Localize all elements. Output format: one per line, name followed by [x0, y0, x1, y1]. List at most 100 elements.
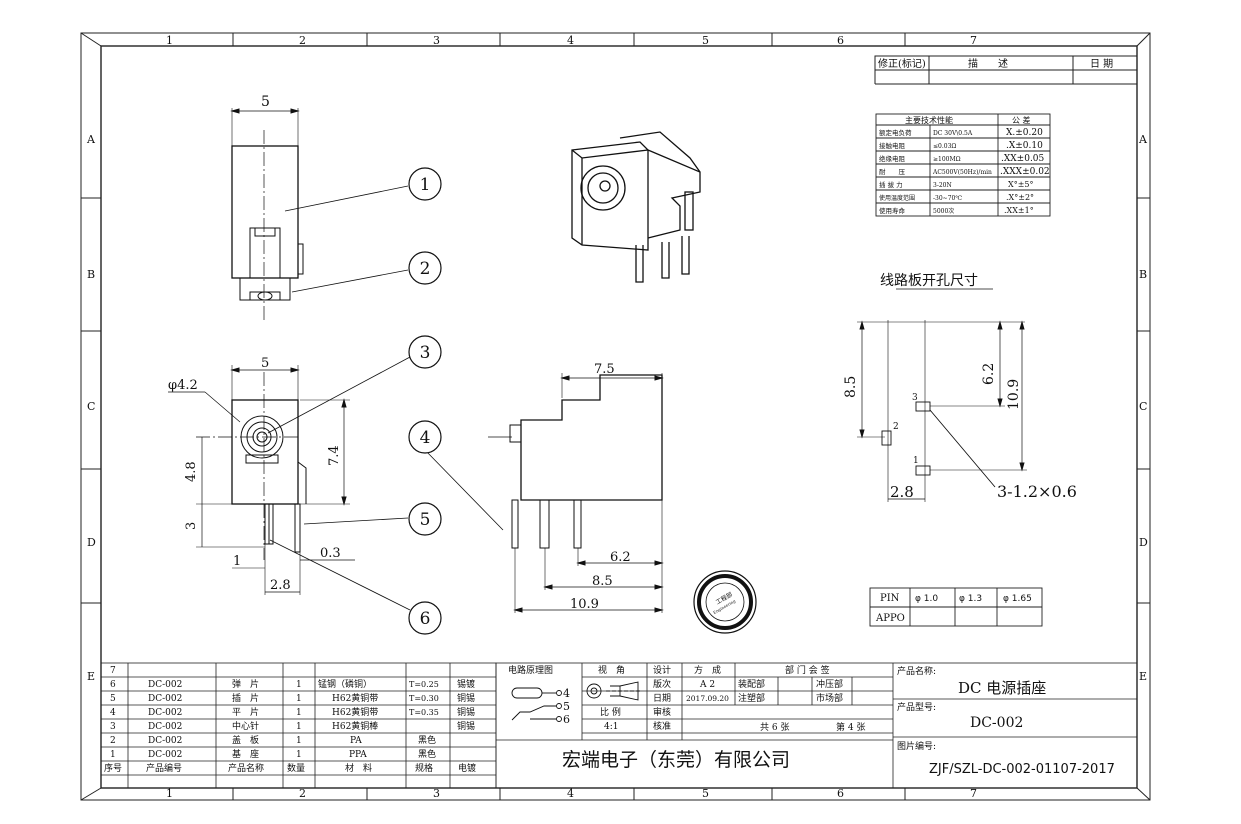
circuit-pin: 6	[563, 713, 570, 726]
revision-desc-header: 描 述	[968, 57, 1008, 70]
front-w1-dim: 1	[233, 554, 241, 569]
side-109-dim: 10.9	[570, 597, 599, 612]
bom-header: 材 料	[345, 762, 372, 774]
spec-header: 主要技术性能	[905, 115, 953, 125]
dept-stamping: 冲压部	[816, 678, 843, 690]
front-w28-dim: 2.8	[270, 578, 291, 593]
pcb-title: 线路板开孔尺寸	[880, 273, 978, 289]
bom-header: 规格	[415, 762, 433, 774]
balloon-label: 4	[420, 428, 431, 448]
pcb-109-dim: 10.9	[1006, 379, 1022, 410]
bom-name: 基 座	[232, 748, 259, 760]
revision-date-header: 日 期	[1090, 58, 1113, 70]
front-dia-dim: φ4.2	[168, 378, 198, 393]
isometric-view	[571, 131, 701, 283]
bom-mat: PA	[350, 736, 362, 746]
bom-spec: 黑色	[418, 734, 436, 746]
appo-header: APPO	[875, 613, 905, 624]
col-label: 1	[166, 34, 173, 47]
engineering-stamp: 工程部 Engineering	[693, 570, 757, 634]
col-label: 5	[702, 787, 709, 800]
bom-code: DC-002	[148, 722, 182, 732]
top-view	[230, 108, 304, 322]
bom-header: 产品编号	[146, 762, 182, 774]
spec-name: 额定电负荷	[879, 128, 912, 137]
top-width-dim: 5	[261, 94, 270, 110]
tol-header: 公 差	[1012, 115, 1031, 125]
balloon-6	[408, 601, 442, 635]
spec-name: 使用寿命	[879, 206, 906, 215]
pcb-28-dim: 2.8	[890, 483, 914, 501]
bom-no: 4	[110, 708, 116, 718]
col-label: 2	[299, 34, 306, 47]
dept-header: 部 门 会 签	[785, 664, 830, 676]
drawing-no-label: 图片编号:	[897, 740, 936, 752]
spec-tol: X°±5°	[1008, 180, 1034, 189]
bom-no: 1	[110, 750, 116, 760]
pcb-85-dim: 8.5	[843, 376, 859, 398]
dept-assembly: 装配部	[738, 678, 765, 690]
bom-qty: 1	[296, 750, 302, 760]
spec-value: 3-20N	[933, 182, 952, 189]
dept-molding: 注塑部	[738, 692, 765, 704]
bom-mat: H62黄铜棒	[332, 720, 378, 732]
bom-mat: 锰钢（磷铜）	[318, 678, 372, 690]
row-label: B	[1139, 268, 1147, 281]
col-label: 6	[837, 787, 844, 800]
balloon-label: 2	[420, 259, 431, 279]
product-name: DC 电源插座	[958, 679, 1046, 697]
balloon-4	[408, 420, 442, 454]
front-h3-dim: 3	[184, 522, 199, 530]
bom-name: 平 片	[232, 706, 259, 718]
total-sheets: 共 6 张	[760, 722, 789, 733]
pin-dia: φ 1.0	[915, 594, 938, 604]
spec-table: 主要技术性能 公 差 额定电负荷 DC 30V\0.5A X.±0.20 接触电…	[875, 113, 1051, 217]
circuit-pin: 4	[563, 687, 570, 700]
spec-value: ≥100MΩ	[933, 156, 961, 163]
col-label: 7	[970, 787, 977, 800]
date-value: 2017.09.20	[686, 694, 729, 703]
bom-qty: 1	[296, 736, 302, 746]
side-62-dim: 6.2	[610, 550, 631, 565]
bom-no: 3	[110, 722, 116, 732]
bom-mat: H62黄铜带	[332, 692, 378, 704]
ratio-value: 4:1	[604, 722, 618, 732]
pcb-pin: 1	[913, 456, 919, 466]
balloon-1	[408, 167, 442, 201]
spec-name: 耐 压	[879, 168, 906, 176]
row-label: A	[86, 133, 96, 146]
bom-spec: 黑色	[418, 748, 436, 760]
row-label: C	[87, 400, 95, 413]
approve-label: 核准	[653, 720, 671, 732]
circuit-label: 电路原理图	[508, 664, 553, 676]
revision-mark-header: 修正(标记)	[878, 57, 926, 70]
dept-market: 市场部	[816, 692, 843, 704]
circuit-pin: 5	[563, 700, 570, 713]
circuit-symbol	[511, 681, 640, 722]
col-label: 7	[970, 34, 977, 47]
spec-tol: .XX±1°	[1004, 206, 1034, 215]
pcb-layout	[857, 320, 1027, 502]
zone-ticks	[81, 33, 1150, 800]
side-view	[509, 373, 664, 613]
row-label: D	[87, 536, 96, 549]
front-h74-dim: 7.4	[327, 445, 342, 466]
bom-mat: H62黄铜带	[332, 706, 378, 718]
bom-plating: 铜锡	[457, 692, 475, 704]
bom-table: 7 6 DC-002 弹 片 1 锰钢（磷铜） T=0.25 锡镀 5 DC-0…	[100, 662, 497, 789]
review-label: 审核	[653, 706, 671, 718]
pin-dia: φ 1.65	[1003, 594, 1032, 604]
ratio-label: 比 例	[600, 706, 621, 718]
side-85-dim: 8.5	[592, 574, 613, 589]
leader-lines	[267, 185, 512, 611]
front-width-dim: 5	[261, 356, 269, 371]
spec-name: 插 拔 力	[879, 180, 903, 189]
bom-header: 产品名称	[228, 762, 264, 774]
bom-code: DC-002	[148, 694, 182, 704]
bom-spec: T=0.30	[409, 694, 439, 703]
bom-name: 插 片	[232, 692, 259, 704]
product-model-label: 产品型号:	[897, 701, 936, 713]
row-label: E	[1139, 670, 1147, 683]
side-75-dim: 7.5	[594, 362, 615, 377]
